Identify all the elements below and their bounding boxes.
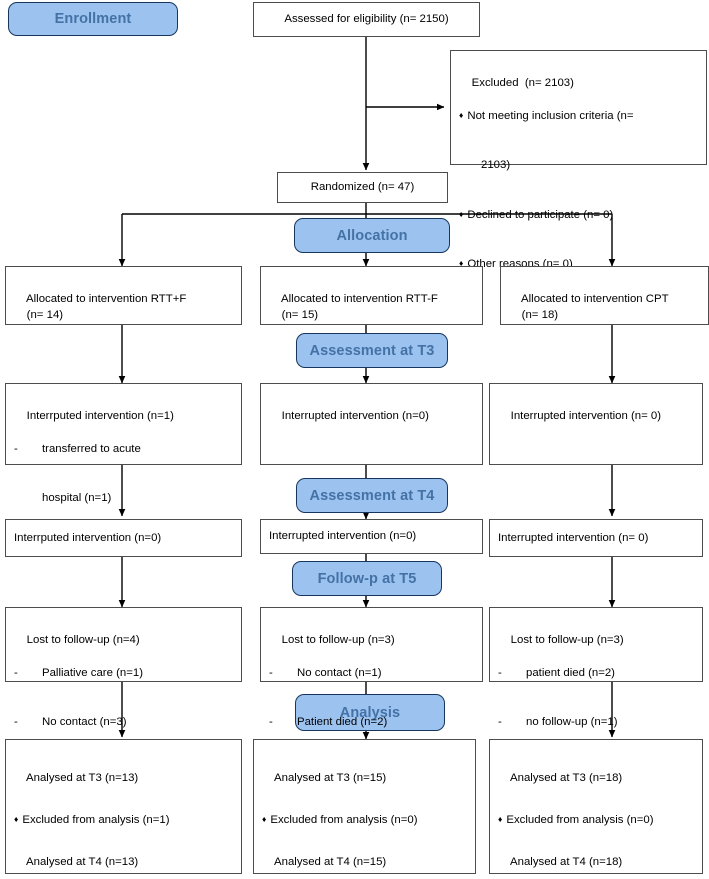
lost-middle-item-1: No contact (n=1)	[269, 665, 474, 682]
analysis-right-line-3: Analysed at T4 (n=18)	[510, 856, 623, 868]
allocation-left-line1: Allocated to intervention RTT+F	[26, 292, 187, 305]
allocation-middle-line1: Allocated to intervention RTT-F	[281, 292, 438, 305]
interrupted-t4-left-title: Interrputed intervention (n=0)	[14, 531, 162, 544]
analysis-left-line-2: Excluded from analysis (n=1)	[14, 810, 233, 831]
lost-left-title: Lost to follow-up (n=4)	[26, 633, 140, 646]
stage-badge-assessment-t3: Assessment at T3	[296, 333, 448, 368]
box-interrupted-t3-middle: Interrupted intervention (n=0)	[260, 383, 483, 465]
box-interrupted-t4-left: Interrputed intervention (n=0)	[5, 519, 242, 557]
excluded-reason-1-cont: 2103)	[481, 159, 511, 171]
analysis-left-line-3: Analysed at T4 (n=13)	[26, 856, 139, 868]
stage-label-allocation: Allocation	[336, 227, 408, 244]
analysis-left-line-1: Analysed at T3 (n=13)	[26, 772, 139, 784]
allocation-right-line2: (n= 18)	[521, 309, 559, 321]
lost-left-item-1: Palliative care (n=1)	[14, 665, 233, 682]
interrupted-t4-right-title: Interrupted intervention (n= 0)	[498, 531, 649, 544]
box-analysis-left: Analysed at T3 (n=13) Excluded from anal…	[5, 739, 242, 874]
stage-label-enrollment: Enrollment	[54, 11, 132, 27]
analysis-right-line-2: Excluded from analysis (n=0)	[498, 810, 694, 831]
box-lost-right: Lost to follow-up (n=3) patient died (n=…	[489, 607, 703, 728]
interrupted-t3-right-title: Interrupted intervention (n= 0)	[510, 409, 662, 422]
analysis-middle-line-2: Excluded from analysis (n=0)	[262, 810, 467, 831]
interrupted-t3-left-item-1: transferred to acute	[14, 441, 233, 458]
interrupted-t3-left-item-2: hospital (n=1)	[42, 492, 112, 504]
allocation-left-line2: (n= 14)	[26, 309, 64, 321]
stage-badge-assessment-t4: Assessment at T4	[296, 478, 448, 513]
box-randomized: Randomized (n= 47)	[277, 172, 448, 203]
stage-label-assessment-t4: Assessment at T4	[309, 487, 435, 504]
stage-label-assessment-t3: Assessment at T3	[309, 342, 435, 359]
stage-badge-followup-t5: Follow-p at T5	[292, 561, 442, 596]
excluded-reason-1: Not meeting inclusion criteria (n=	[459, 108, 698, 125]
lost-left-item-2: No contact (n=3)	[14, 714, 233, 731]
box-interrupted-t4-right: Interrupted intervention (n= 0)	[489, 519, 703, 557]
box-analysis-middle: Analysed at T3 (n=15) Excluded from anal…	[253, 739, 476, 874]
stage-badge-enrollment: Enrollment	[8, 2, 178, 36]
lost-right-item-2: no follow-up (n=1)	[498, 714, 694, 731]
box-excluded: Excluded (n= 2103) Not meeting inclusion…	[450, 50, 707, 270]
lost-right-item-1: patient died (n=2)	[498, 665, 694, 682]
analysis-middle-line-1: Analysed at T3 (n=15)	[274, 772, 387, 784]
assessed-text: Assessed for eligibility (n= 2150)	[284, 13, 449, 26]
analysis-right-line-1: Analysed at T3 (n=18)	[510, 772, 623, 784]
box-assessed-for-eligibility: Assessed for eligibility (n= 2150)	[253, 2, 480, 37]
box-interrupted-t4-middle: Interrupted intervention (n=0)	[260, 519, 483, 554]
stage-label-followup-t5: Follow-p at T5	[317, 570, 417, 587]
box-allocation-left: Allocated to intervention RTT+F (n= 14)	[5, 266, 242, 325]
lost-middle-title: Lost to follow-up (n=3)	[281, 633, 395, 646]
box-allocation-right: Allocated to intervention CPT (n= 18)	[500, 266, 709, 325]
stage-badge-allocation: Allocation	[294, 218, 450, 253]
excluded-reason-2: Declined to participate (n= 0)	[459, 207, 698, 224]
box-lost-left: Lost to follow-up (n=4) Palliative care …	[5, 607, 242, 728]
interrupted-t3-left-title: Interrputed intervention (n=1)	[26, 409, 174, 422]
interrupted-t3-middle-title: Interrupted intervention (n=0)	[281, 409, 429, 422]
analysis-middle-line-3: Analysed at T4 (n=15)	[274, 856, 387, 868]
lost-right-title: Lost to follow-up (n=3)	[510, 633, 624, 646]
box-interrupted-t3-right: Interrupted intervention (n= 0)	[489, 383, 703, 465]
excluded-title: Excluded (n= 2103)	[471, 76, 574, 89]
box-analysis-right: Analysed at T3 (n=18) Excluded from anal…	[489, 739, 703, 874]
allocation-middle-line2: (n= 15)	[281, 309, 319, 321]
box-interrupted-t3-left: Interrputed intervention (n=1) transferr…	[5, 383, 242, 504]
lost-middle-item-2: Patient died (n=2)	[269, 714, 474, 731]
randomized-text: Randomized (n= 47)	[310, 181, 415, 194]
allocation-right-line1: Allocated to intervention CPT	[521, 292, 669, 305]
box-lost-middle: Lost to follow-up (n=3) No contact (n=1)…	[260, 607, 483, 728]
interrupted-t4-middle-title: Interrupted intervention (n=0)	[269, 530, 417, 543]
box-allocation-middle: Allocated to intervention RTT-F (n= 15)	[260, 266, 483, 325]
